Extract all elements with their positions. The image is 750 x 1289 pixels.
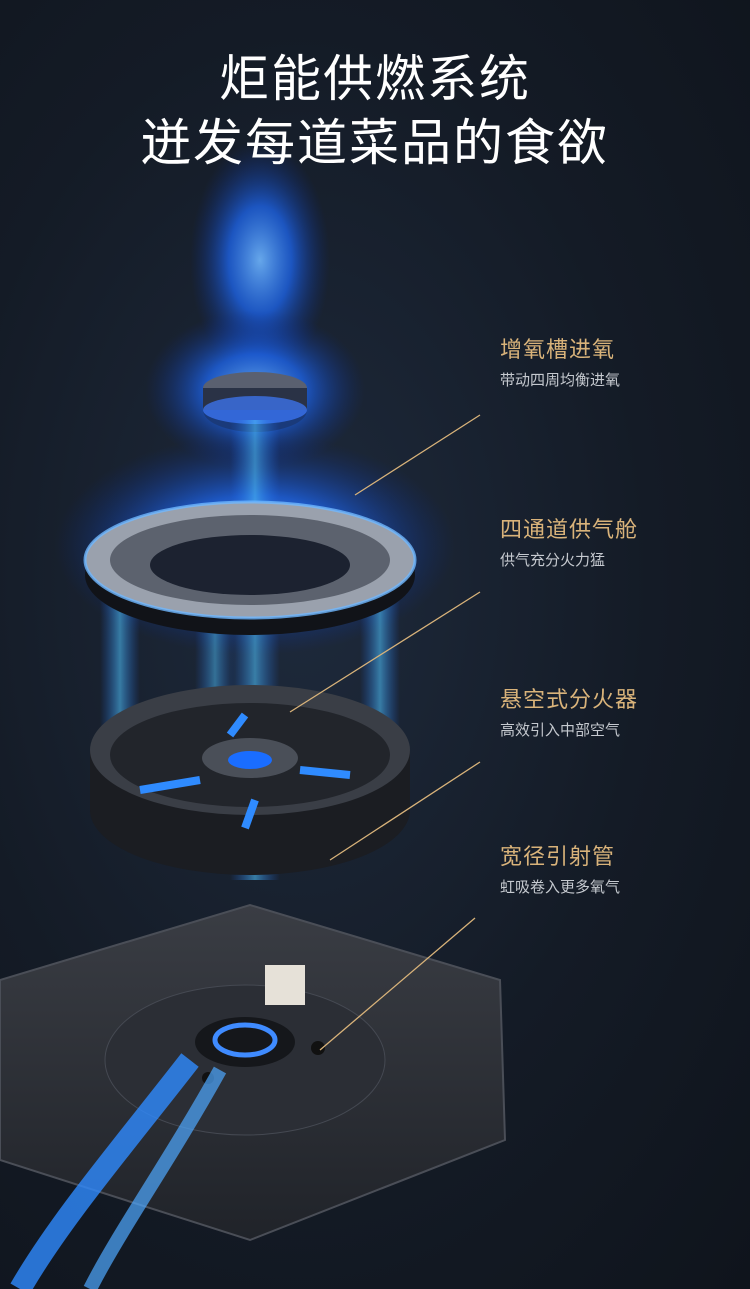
callout-gas-chamber: 四通道供气舱 供气充分火力猛 [500,517,638,571]
callout-distributor: 悬空式分火器 高效引入中部空气 [500,687,638,741]
callout-title: 宽径引射管 [500,845,616,870]
headline-line-2: 迸发每道菜品的食欲 [141,114,609,172]
base-plate [0,903,507,1289]
headline-line-1: 炬能供燃系统 [219,50,531,108]
callout-title: 悬空式分火器 [500,688,639,713]
callout-title: 四通道供气舱 [500,518,639,543]
callout-oxygen-groove: 增氧槽进氧 带动四周均衡进氧 [500,337,620,391]
callout-subtitle: 供气充分火力猛 [500,551,606,569]
burner-cap [203,372,307,432]
callout-subtitle: 虹吸卷入更多氧气 [500,878,621,896]
ring-burner [83,500,417,635]
callout-subtitle: 带动四周均衡进氧 [500,371,621,389]
callout-injector-pipe: 宽径引射管 虹吸卷入更多氧气 [500,844,620,898]
flame-distributor [90,685,410,875]
callout-leader-lines [289,414,655,1051]
callout-title: 增氧槽进氧 [500,338,616,363]
callout-subtitle: 高效引入中部空气 [500,721,621,739]
